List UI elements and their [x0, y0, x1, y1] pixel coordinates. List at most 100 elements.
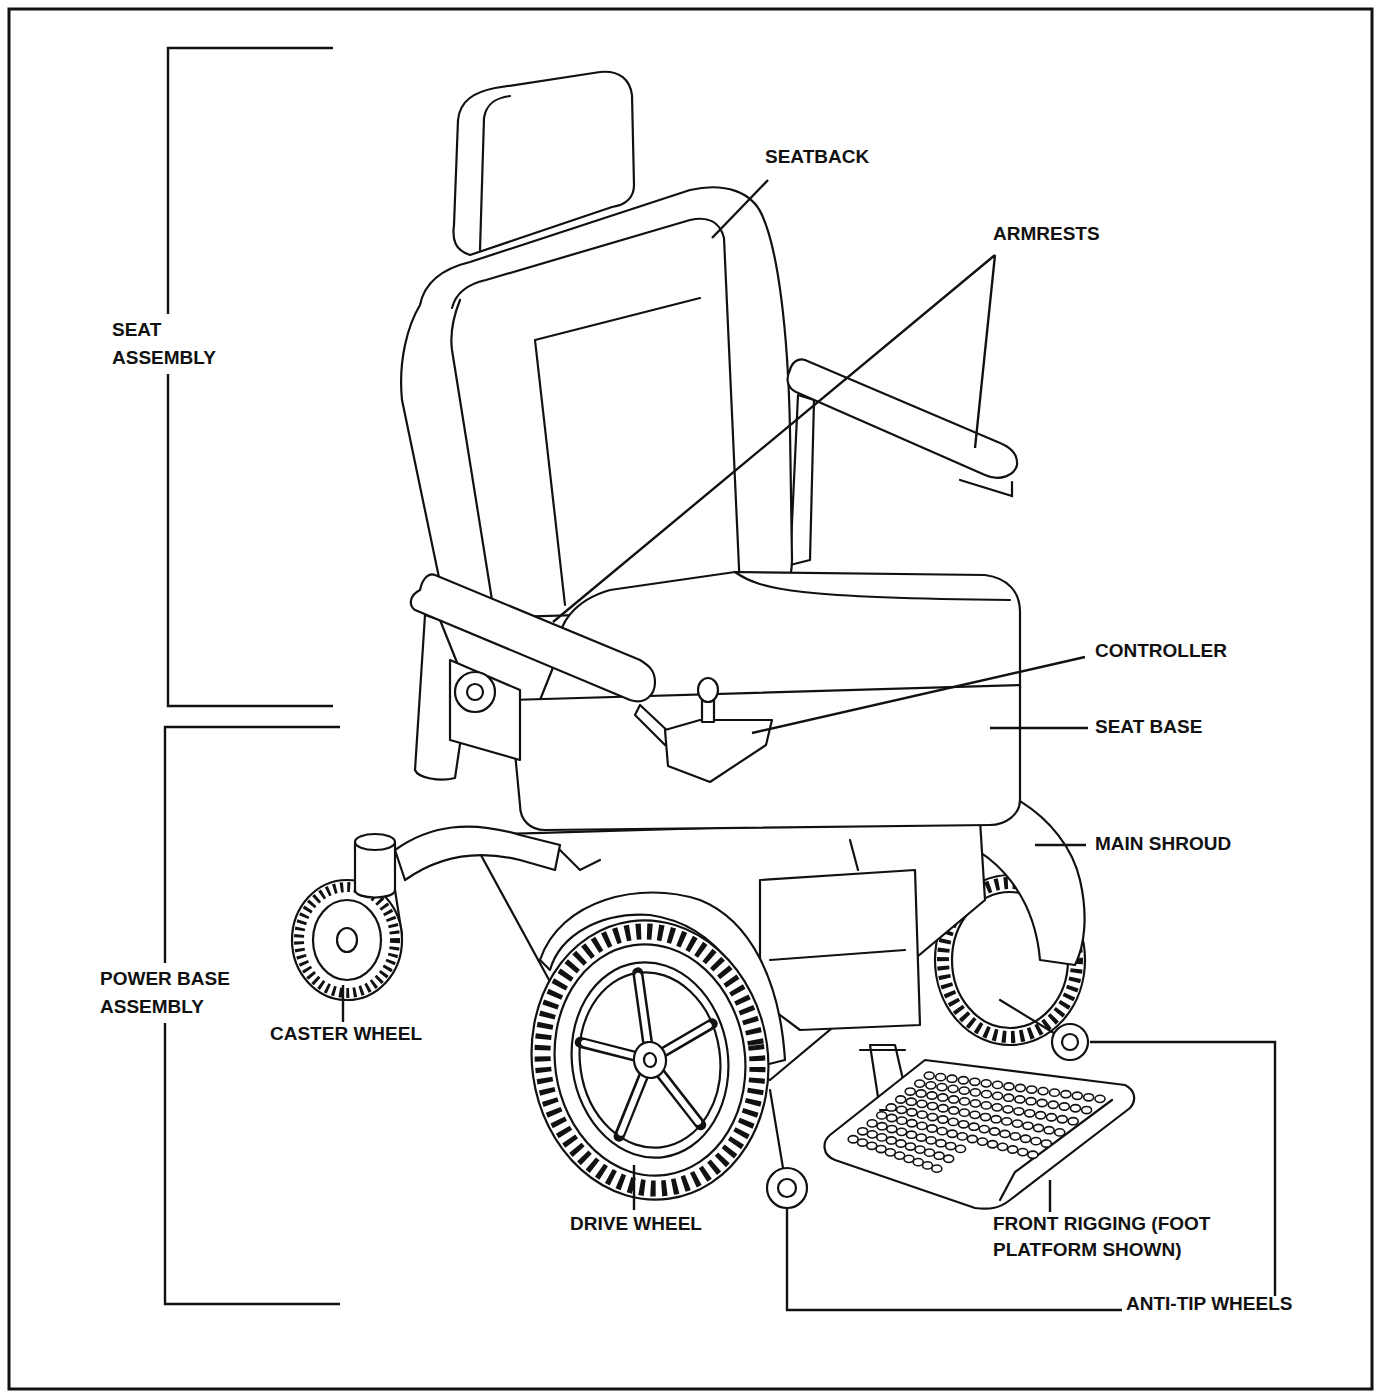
leader-line [1049, 1180, 1051, 1212]
platform-hole [857, 1139, 867, 1146]
platform-holes [848, 1072, 1105, 1172]
platform-hole [981, 1113, 991, 1120]
platform-hole [970, 1100, 980, 1107]
platform-hole [991, 1116, 1001, 1123]
platform-hole [1070, 1105, 1080, 1112]
leader-line [633, 1165, 635, 1210]
platform-hole [960, 1098, 970, 1105]
armrest-knob-center [467, 684, 483, 700]
caster-hub [337, 928, 357, 952]
platform-hole [959, 1109, 969, 1116]
platform-hole [970, 1089, 980, 1096]
platform-hole [970, 1078, 980, 1085]
caster-tire [292, 880, 402, 1000]
platform-hole [916, 1090, 926, 1097]
platform-hole [917, 1122, 927, 1129]
platform-hole [944, 1155, 954, 1162]
platform-hole [959, 1087, 969, 1094]
platform-hole [906, 1098, 916, 1105]
platform-hole [913, 1159, 923, 1166]
seatback-shape [401, 187, 792, 618]
platform-hole [1061, 1091, 1071, 1098]
platform-hole [867, 1142, 877, 1149]
platform-hole [936, 1074, 946, 1081]
platform-hole [858, 1128, 868, 1135]
platform-hole [948, 1085, 958, 1092]
platform-hole [1027, 1086, 1037, 1093]
platform-hole [937, 1128, 947, 1135]
leader-line [712, 180, 768, 238]
anti-tip-hub [778, 1179, 796, 1197]
platform-hole [1048, 1101, 1058, 1108]
platform-hole [925, 1149, 935, 1156]
platform-hole [1036, 1112, 1046, 1119]
platform-hole [915, 1146, 925, 1153]
platform-hole [1002, 1118, 1012, 1125]
part-label: CONTROLLER [1095, 637, 1227, 665]
platform-hole [1008, 1146, 1018, 1153]
platform-hole [887, 1125, 897, 1132]
part-label: SEAT BASE [1095, 713, 1202, 741]
platform-hole [927, 1092, 937, 1099]
platform-hole [948, 1118, 958, 1125]
leader-line [990, 727, 1088, 729]
platform-hole [877, 1134, 887, 1141]
platform-hole [981, 1102, 991, 1109]
platform-hole [905, 1088, 915, 1095]
drive-wheel-group [514, 905, 787, 1215]
platform-hole [949, 1107, 959, 1114]
platform-hole [1004, 1083, 1014, 1090]
platform-hole [886, 1104, 896, 1111]
platform-hole [905, 1143, 915, 1150]
anti-tip-hub [1062, 1034, 1078, 1050]
platform-hole [1082, 1106, 1092, 1113]
platform-hole [959, 1121, 969, 1128]
platform-hole [1031, 1138, 1041, 1145]
drive-tire-wall [540, 932, 760, 1188]
caster-stem-top [355, 834, 395, 850]
leader-line [1035, 844, 1086, 846]
platform-hole [1025, 1110, 1035, 1117]
drive-tread [526, 917, 774, 1202]
platform-hole [934, 1152, 944, 1159]
platform-hole [885, 1149, 895, 1156]
platform-hole [938, 1105, 948, 1112]
platform-hole [928, 1113, 938, 1120]
platform-hinge [860, 1050, 910, 1110]
platform-hole [981, 1091, 991, 1098]
platform-hole [876, 1145, 886, 1152]
platform-edge [1000, 1100, 1112, 1200]
platform-hole [1057, 1116, 1067, 1123]
anti-tip-wheel [767, 1168, 807, 1208]
platform-hole [969, 1123, 979, 1130]
platform-hole [1004, 1094, 1014, 1101]
assembly-label: SEAT ASSEMBLY [110, 314, 226, 374]
seatback-panel [452, 219, 740, 590]
platform-hole [924, 1072, 934, 1079]
platform-hole [938, 1094, 948, 1101]
platform-hole [1049, 1089, 1059, 1096]
assembly-label: POWER BASE ASSEMBLY [98, 963, 240, 1023]
platform-hole [936, 1140, 946, 1147]
platform-hole [1014, 1108, 1024, 1115]
part-label: CASTER WHEEL [270, 1020, 422, 1048]
part-label: MAIN SHROUD [1095, 830, 1231, 858]
platform-hole [1041, 1140, 1051, 1147]
leader-line [787, 1042, 1275, 1310]
platform-hole [947, 1130, 957, 1137]
joystick-knob [698, 678, 718, 702]
platform-hole [896, 1140, 906, 1147]
platform-hole [1018, 1149, 1028, 1156]
platform-hole [927, 1125, 937, 1132]
armrest-support [790, 395, 814, 565]
platform-hole [1023, 1122, 1033, 1129]
platform-hole [992, 1104, 1002, 1111]
platform-hole [1037, 1099, 1047, 1106]
platform-hole [1028, 1151, 1038, 1158]
platform-hole [977, 1138, 987, 1145]
platform-hole [907, 1120, 917, 1127]
platform-hole [1084, 1094, 1094, 1101]
seatback-seams [451, 298, 700, 605]
